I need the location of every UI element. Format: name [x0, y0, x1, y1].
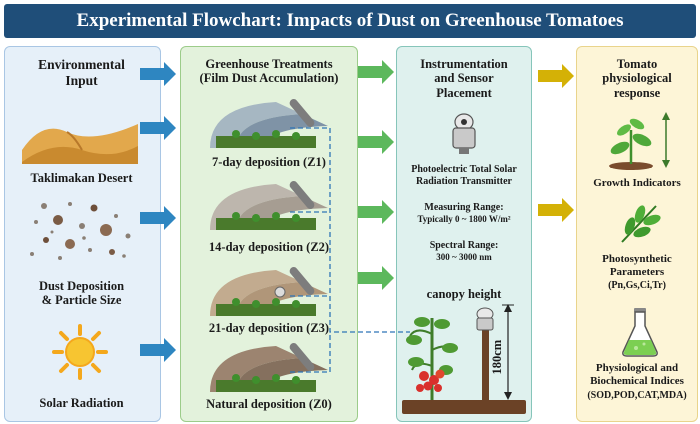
seedling-icon	[609, 112, 670, 170]
arrow-icon	[358, 130, 394, 154]
measuring-range: Measuring Range: Typically 0 ~ 1800 W/m²	[396, 202, 532, 224]
response-heading: Tomato physiological response	[576, 57, 698, 100]
instrument-heading-line2: and Sensor	[434, 71, 494, 86]
arrow-icon	[538, 198, 574, 222]
instrument-heading-line1: Instrumentation	[420, 57, 508, 71]
response-heading-line1: Tomato	[616, 57, 658, 71]
dust-particles-icon	[30, 202, 131, 260]
spectral-range: Spectral Range: 300 ~ 3000 nm	[396, 240, 532, 262]
greenhouse-heading-line1: Greenhouse Treatments	[205, 57, 333, 71]
spectral-range-label: Spectral Range:	[429, 240, 499, 251]
page-title-text: Experimental Flowchart: Impacts of Dust …	[76, 10, 624, 31]
greenhouse-heading-line2: (Film Dust Accumulation)	[199, 71, 339, 86]
greenhouse-heading: Greenhouse Treatments (Film Dust Accumul…	[180, 57, 358, 86]
dust-label-line1: Dust Deposition	[38, 279, 125, 293]
measuring-range-value: Typically 0 ~ 1800 W/m²	[417, 213, 511, 224]
physiological-label-line2: Biochemical Indices	[590, 374, 684, 387]
arrow-icon	[140, 206, 176, 230]
greenhouse-z0-icon	[210, 343, 328, 392]
instrumentation-panel	[396, 46, 532, 422]
arrow-icon	[358, 200, 394, 224]
greenhouse-z1-icon	[210, 99, 328, 148]
response-heading-line3: response	[613, 85, 661, 100]
flask-icon	[622, 308, 658, 357]
instrument-heading: Instrumentation and Sensor Placement	[396, 57, 532, 100]
response-heading-line2: physiological	[602, 71, 672, 86]
environmental-heading-line1: Environmental	[38, 57, 125, 72]
desert-label: Taklimakan Desert	[30, 171, 133, 185]
arrow-icon	[358, 60, 394, 84]
instrument-heading-line3: Placement	[436, 85, 492, 100]
greenhouse-z2-icon	[210, 181, 328, 230]
measuring-range-label: Measuring Range:	[424, 202, 504, 213]
arrow-icon	[538, 64, 574, 88]
dust-label-line2: & Particle Size	[41, 293, 122, 308]
device-name-line1: Photoelectric Total Solar	[411, 164, 517, 175]
treatment-z0-label: Natural deposition (Z0)	[206, 397, 332, 411]
arrow-icon	[140, 116, 176, 140]
physiological-label: Physiological and Biochemical Indices (S…	[576, 362, 698, 402]
solar-label: Solar Radiation	[39, 396, 124, 410]
photosynthetic-label-line2: Parameters	[609, 265, 665, 278]
treatment-z2-label: 14-day deposition (Z2)	[208, 240, 330, 254]
photosynthetic-label: Photosynthetic Parameters (Pn,Gs,Ci,Tr)	[576, 253, 698, 292]
physiological-params: (SOD,POD,CAT,MDA)	[587, 390, 687, 402]
device-name-line2: Radiation Transmitter	[415, 175, 512, 187]
input-arrows	[140, 62, 176, 362]
growth-indicators-label: Growth Indicators	[593, 177, 681, 189]
canopy-height-label: canopy height	[426, 287, 502, 301]
treatment-arrows	[358, 60, 394, 290]
arrow-icon	[140, 338, 176, 362]
greenhouse-z3-icon	[210, 267, 328, 316]
height-180cm-label: 180cm	[489, 339, 504, 375]
treatment-z1-label: 7-day deposition (Z1)	[212, 155, 326, 169]
response-arrows	[538, 64, 574, 222]
dust-label: Dust Deposition & Particle Size	[4, 279, 159, 308]
arrow-icon	[358, 266, 394, 290]
physiological-label-line1: Physiological and	[595, 362, 679, 374]
sun-icon	[52, 324, 108, 380]
device-name: Photoelectric Total Solar Radiation Tran…	[396, 164, 532, 187]
radiation-sensor-icon	[452, 113, 476, 154]
spectral-range-value: 300 ~ 3000 nm	[436, 251, 492, 262]
arrow-icon	[140, 62, 176, 86]
tomato-plant-sensor-icon	[402, 304, 526, 414]
desert-icon	[22, 124, 138, 164]
photosynthetic-params: (Pn,Gs,Ci,Tr)	[608, 280, 666, 292]
page-title: Experimental Flowchart: Impacts of Dust …	[4, 4, 696, 38]
treatment-z3-label: 21-day deposition (Z3)	[208, 321, 330, 335]
environmental-heading-line2: Input	[65, 72, 98, 88]
photosynthetic-label-line1: Photosynthetic	[602, 253, 672, 265]
environmental-heading: Environmental Input	[4, 57, 159, 88]
leaf-icon	[621, 205, 661, 243]
